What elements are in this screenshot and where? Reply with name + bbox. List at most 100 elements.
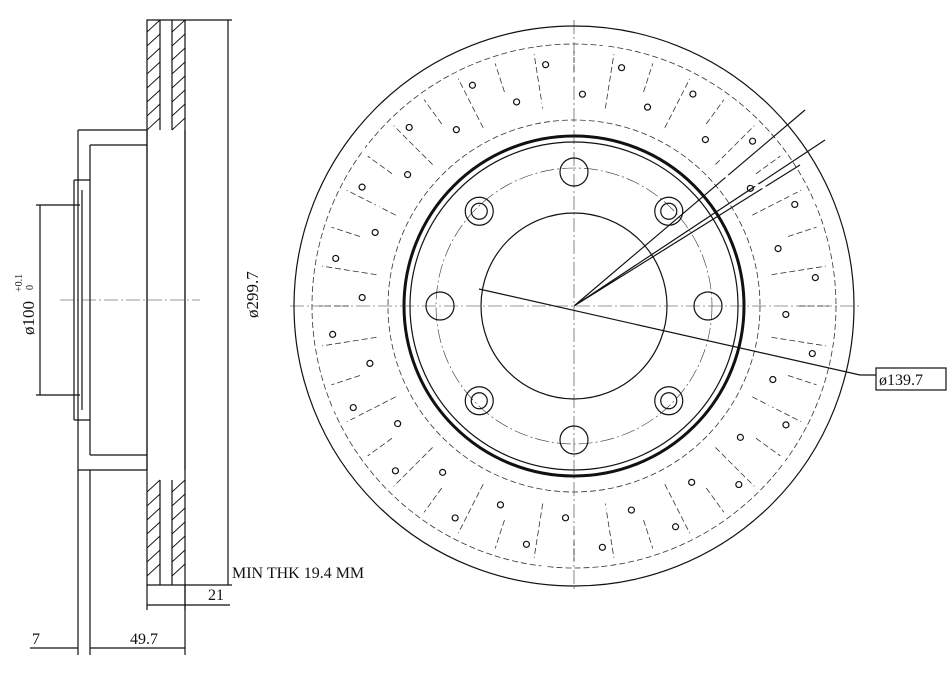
front-view [290,20,876,592]
hatch-line [171,535,186,549]
vent-slot [752,189,802,216]
vent-slot [705,487,725,513]
drill-hole [746,184,754,192]
hatch-line [171,549,186,563]
drill-hole [598,543,606,551]
drill-hole [349,403,357,412]
vent-slot [643,63,654,93]
hatch-line [171,75,186,89]
drill-hole [701,136,709,144]
drill-hole [366,359,374,367]
vent-slot [346,396,396,423]
vent-slot [494,63,505,93]
vent-slot [457,484,484,534]
drill-hole [452,126,460,134]
drill-hole [405,123,413,132]
bolt-holes [425,157,723,455]
drill-hole [627,506,635,514]
drill-hole [522,540,531,548]
min-thickness-label: MIN THK 19.4 MM [232,565,364,582]
bolt-hole [464,386,494,416]
drill-hole [774,245,782,253]
drill-hole [371,228,379,237]
hatch-line [171,507,186,521]
bolt-hole [425,291,455,321]
drill-hole [561,514,570,522]
vent-slot [643,519,654,549]
drill-hole [748,137,757,145]
drill-hole [391,467,400,475]
drill-hole [513,98,521,106]
hatch-line [171,521,186,535]
bolt-hole [464,196,494,226]
vent-slot [393,447,433,487]
drill-hole [769,375,777,384]
hatch-line [146,19,161,33]
vent-slot [604,503,615,558]
drill-hole [332,254,340,263]
hatch-line [146,117,161,131]
hatch-line [146,33,161,47]
vent-slot [787,375,817,386]
vent-slot [533,503,544,558]
hatch-line [146,563,161,577]
drill-hole [451,514,459,522]
vent-slot [322,265,377,276]
vent-slot [423,99,443,125]
bolt-hole [654,196,684,226]
hatch-line [171,19,186,33]
vent-slot [533,54,544,109]
bolt-hole [654,386,684,416]
drill-hole [782,421,790,429]
hatch-line [146,535,161,549]
drill-hole [671,523,680,531]
bolt-hole [559,157,589,187]
vent-slot [715,125,755,165]
vent-slot [752,396,802,423]
hatch-line [171,47,186,61]
side-section-view [30,19,232,655]
drill-hole [735,480,743,489]
hatch-line [171,33,186,47]
hatch-line [171,117,186,131]
drill-hole [578,90,587,98]
vent-slot [664,78,691,128]
bolt-hole [693,291,723,321]
drill-hole [404,171,412,179]
vent-slot [787,226,817,237]
drill-hole [358,293,366,302]
bolt-hole-inner [660,392,678,410]
vent-slot [423,487,443,513]
vent-slot [715,447,755,487]
vent-slot [755,437,781,457]
vent-slot [494,519,505,549]
bolt-hole-inner [470,202,488,220]
drill-hole [329,330,337,338]
bolt-circle-box [875,367,947,391]
hatch-line [171,89,186,103]
hatch-line [146,493,161,507]
slot-pattern [319,41,829,571]
hatch-line [146,521,161,535]
drill-hole [358,183,366,191]
vent-slot [705,99,725,125]
drill-hole [542,61,550,69]
thickness-label: 21 [208,587,224,604]
hatch-line [171,493,186,507]
vent-slot [604,54,615,109]
vent-slot [367,155,393,175]
vent-slot [393,125,433,165]
drill-hole [811,274,819,282]
outer-diameter-label: ø299.7 [243,271,262,318]
bolt-hole [559,425,589,455]
vent-slot [367,437,393,457]
vent-slot [755,155,781,175]
hatch-line [171,103,186,117]
drill-hole [439,468,447,476]
vent-slot [664,484,691,534]
bore-diameter-label: ø100 [19,301,38,335]
drill-hole [808,349,816,358]
hat-offset-label: 7 [32,631,40,648]
vent-slot [771,336,826,347]
hatch-line [171,563,186,577]
